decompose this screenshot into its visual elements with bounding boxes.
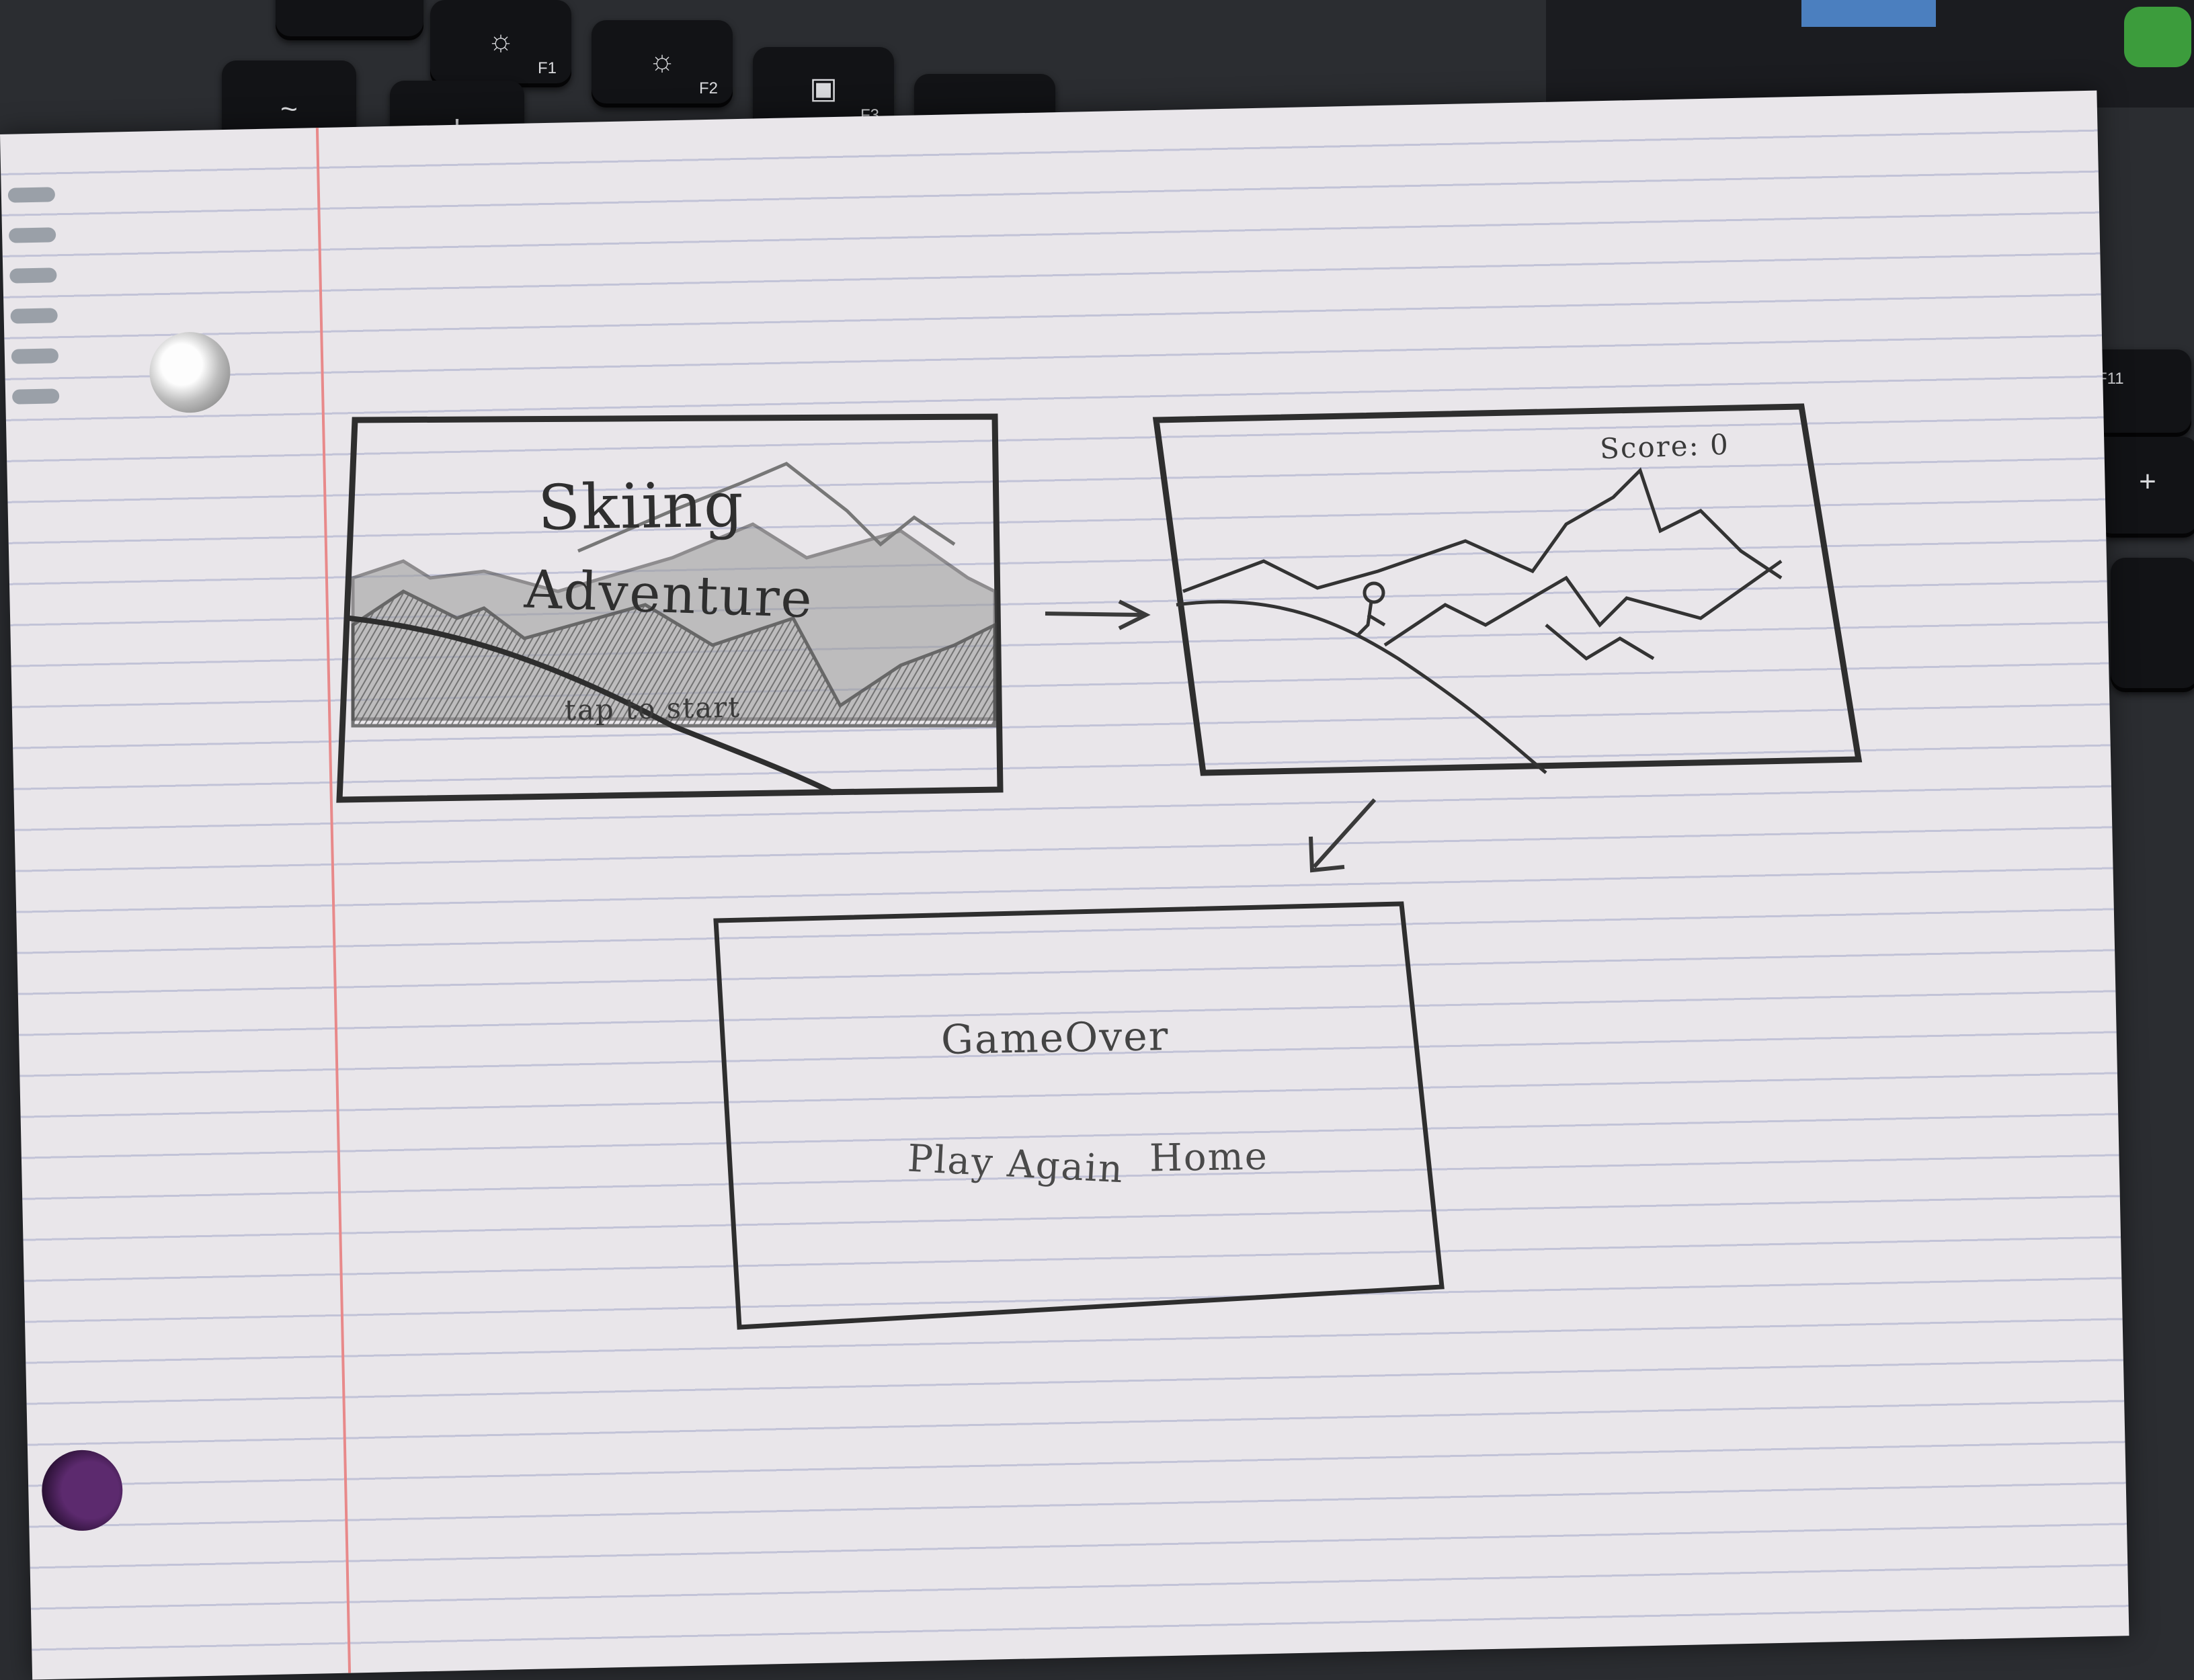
game-over-title: GameOver xyxy=(940,1013,1170,1064)
plus-key[interactable]: + xyxy=(2097,437,2194,538)
start-screen-frame xyxy=(336,413,1004,803)
tilde-label: ~ xyxy=(280,92,298,126)
start-title-line2: Adventure xyxy=(523,559,815,630)
arrow-right xyxy=(1045,599,1151,630)
delete-key[interactable] xyxy=(2111,558,2194,692)
f1-label: F1 xyxy=(537,59,557,77)
screen-glow xyxy=(1801,0,1936,27)
score-label: Score: 0 xyxy=(1599,427,1730,466)
game-screen-mountains xyxy=(1176,467,1783,774)
start-screen-mountains xyxy=(349,462,997,796)
tap-to-start-text[interactable]: tap to start xyxy=(564,690,741,727)
f2-label: F2 xyxy=(698,79,718,97)
wireframe-sketch xyxy=(336,403,1863,1330)
esc-key[interactable]: esc xyxy=(276,0,423,40)
brightness-down-icon: ☼ xyxy=(487,24,515,58)
game-screen-frame xyxy=(1152,403,1863,776)
start-title-line1: Skiing xyxy=(537,468,745,544)
mission-control-icon: ▣ xyxy=(809,72,838,106)
f1-key[interactable]: ☼ F1 xyxy=(430,0,571,87)
f2-key[interactable]: ☼ F2 xyxy=(592,20,733,108)
arrow-down-left xyxy=(1309,798,1377,873)
brightness-up-icon: ☼ xyxy=(648,44,676,78)
home-button[interactable]: Home xyxy=(1149,1134,1269,1181)
plus-label: + xyxy=(2139,465,2156,498)
app-icon xyxy=(2124,7,2191,67)
game-over-screen-frame xyxy=(713,901,1445,1330)
